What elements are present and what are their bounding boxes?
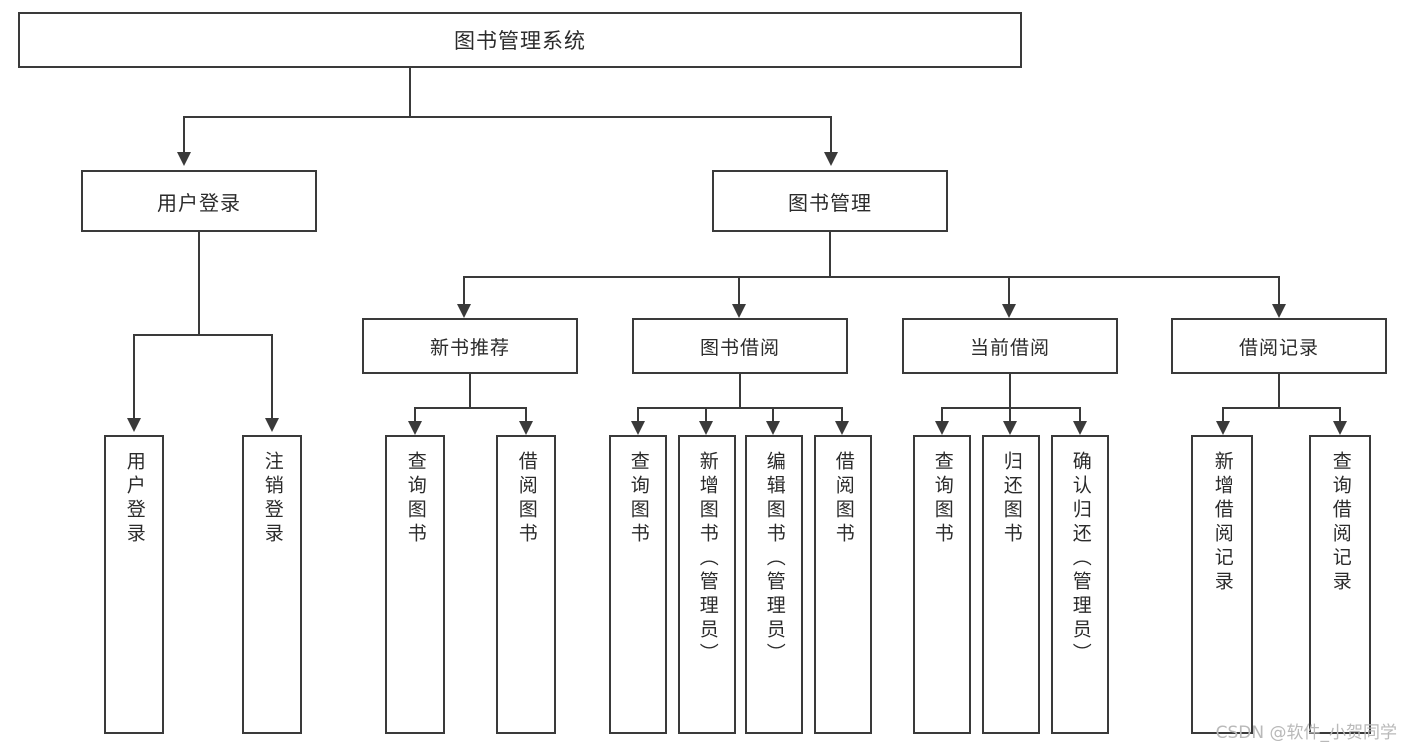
connector-book-borrow-leaf-2 [705,407,707,423]
leaf-return-book[interactable]: 归还图书 [982,435,1040,734]
node-label: 归还图书 [1000,451,1023,547]
arrow-down-icon [1002,304,1016,318]
connector-new-book-leaf-2 [525,407,527,423]
node-book-borrow[interactable]: 图书借阅 [632,318,848,374]
arrow-down-icon [457,304,471,318]
leaf-logout[interactable]: 注销登录 [242,435,302,734]
node-current-borrow[interactable]: 当前借阅 [902,318,1118,374]
arrow-down-icon [1272,304,1286,318]
connector-borrow-records-leaf-1 [1222,407,1224,423]
leaf-add-book-admin[interactable]: 新增图书（管理员） [678,435,736,734]
connector-borrow-records-bar [1222,407,1341,409]
connector-new-book-stem [469,374,471,409]
node-label: 查询图书 [404,451,427,547]
node-root-library-system[interactable]: 图书管理系统 [18,12,1022,68]
connector-user-login-leaf-1 [133,334,135,420]
connector-current-borrow-leaf-1 [941,407,943,423]
connector-borrow-records-stem [1278,374,1280,409]
arrow-down-icon [935,421,949,435]
arrow-down-icon [699,421,713,435]
arrow-down-icon [732,304,746,318]
arrow-down-icon [835,421,849,435]
node-label: 查询图书 [627,451,650,547]
node-label: 当前借阅 [969,336,1050,359]
leaf-borrow-book[interactable]: 借阅图书 [814,435,872,734]
connector-current-borrow-leaf-3 [1079,407,1081,423]
connector-user-login-leaf-2 [271,334,273,420]
arrow-down-icon [1003,421,1017,435]
connector-user-login-stem [198,232,200,335]
node-label: 新增借阅记录 [1211,451,1234,595]
arrow-down-icon [127,418,141,432]
node-label: 图书借阅 [699,336,780,359]
arrow-down-icon [408,421,422,435]
connector-current-borrow-bar [941,407,1081,409]
node-label: 新书推荐 [429,336,510,359]
arrow-down-icon [766,421,780,435]
node-label: 编辑图书（管理员） [763,451,786,667]
connector-book-borrow-leaf-3 [772,407,774,423]
connector-root-to-book-manage [830,116,832,154]
node-book-management[interactable]: 图书管理 [712,170,948,232]
node-label: 查询借阅记录 [1329,451,1352,595]
connector-root-stem [409,68,411,117]
arrow-down-icon [177,152,191,166]
connector-book-manage-stem [829,232,831,278]
arrow-down-icon [1333,421,1347,435]
arrow-down-icon [824,152,838,166]
leaf-add-borrow-record[interactable]: 新增借阅记录 [1191,435,1253,734]
connector-new-book-bar [414,407,527,409]
node-label: 图书管理 [788,190,872,215]
connector-to-book-borrow [738,276,740,306]
leaf-edit-book-admin[interactable]: 编辑图书（管理员） [745,435,803,734]
leaf-confirm-return-admin[interactable]: 确认归还（管理员） [1051,435,1109,734]
leaf-query-book-borrow[interactable]: 查询图书 [609,435,667,734]
node-label: 借阅记录 [1238,336,1319,359]
arrow-down-icon [519,421,533,435]
leaf-query-book-recommend[interactable]: 查询图书 [385,435,445,734]
node-label: 用户登录 [123,451,146,547]
node-label: 图书管理系统 [454,29,586,53]
connector-current-borrow-leaf-2 [1009,407,1011,423]
connector-book-borrow-bar [637,407,843,409]
connector-book-borrow-leaf-1 [637,407,639,423]
connector-new-book-leaf-1 [414,407,416,423]
node-borrow-records[interactable]: 借阅记录 [1171,318,1387,374]
node-label: 借阅图书 [832,451,855,547]
arrow-down-icon [631,421,645,435]
arrow-down-icon [1216,421,1230,435]
node-label: 查询图书 [931,451,954,547]
arrow-down-icon [265,418,279,432]
node-user-login[interactable]: 用户登录 [81,170,317,232]
node-label: 确认归还（管理员） [1069,451,1092,667]
connector-borrow-records-leaf-2 [1339,407,1341,423]
connector-book-borrow-leaf-4 [841,407,843,423]
connector-user-login-bar [133,334,273,336]
connector-root-bar [183,116,831,118]
connector-to-current-borrow [1008,276,1010,306]
connector-to-borrow-records [1278,276,1280,306]
leaf-query-borrow-record[interactable]: 查询借阅记录 [1309,435,1371,734]
arrow-down-icon [1073,421,1087,435]
connector-current-borrow-stem [1009,374,1011,409]
connector-root-to-user-login [183,116,185,154]
node-label: 注销登录 [261,451,284,547]
node-label: 借阅图书 [515,451,538,547]
connector-to-new-book [463,276,465,306]
connector-book-manage-bar [463,276,1280,278]
node-label: 新增图书（管理员） [696,451,719,667]
leaf-user-login[interactable]: 用户登录 [104,435,164,734]
leaf-borrow-book-recommend[interactable]: 借阅图书 [496,435,556,734]
node-label: 用户登录 [157,190,241,215]
connector-book-borrow-stem [739,374,741,409]
leaf-query-book-current[interactable]: 查询图书 [913,435,971,734]
node-new-book-recommend[interactable]: 新书推荐 [362,318,578,374]
